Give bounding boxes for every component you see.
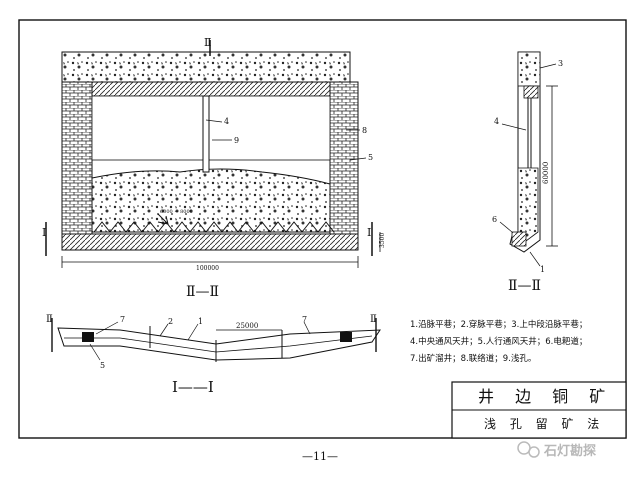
central-raise [202,95,210,173]
title-block [451,381,627,439]
callout-side-4: 4 [494,117,499,126]
callout-main-9: 9 [234,136,239,145]
title-mine-name: 井 边 铜 矿 [478,387,613,406]
stope-void [91,95,331,161]
callout-main-5: 5 [368,153,373,162]
plan-cut-left: Ⅱ [46,314,53,325]
callout-side-3: 3 [558,59,563,68]
callout-plan-5: 5 [100,361,105,370]
upper-fill-band [61,51,351,87]
plan-section [51,318,381,362]
main-width-dim: 100000 [196,265,219,272]
callout-plan-7b: 7 [302,315,307,324]
side-section-title: Ⅱ—Ⅱ [508,278,541,294]
longitudinal-section [45,40,381,268]
watermark-text: 石灯勘探 [543,443,596,459]
callout-main-8: 8 [362,126,367,135]
inner-dim-note: 6000 ~ 8000 [160,209,193,215]
page-number: —11— [302,450,338,463]
draw-points [93,221,335,233]
cut-mark-top: Ⅱ [204,36,211,49]
right-pillar [329,81,359,251]
callout-main-4: 4 [224,117,229,126]
callout-side-6: 6 [492,215,497,224]
callout-plan-2: 2 [168,317,173,326]
legend-line-1: 1.沿脉平巷；2.穿脉平巷；3.上中段沿脉平巷； [410,319,587,330]
side-upper-level [523,85,539,99]
broken-ore [91,168,331,233]
haulage-level [61,233,359,251]
upper-drift [61,81,355,97]
plan-span-dim: 25000 [236,322,258,330]
watermark: 石灯勘探 [517,441,596,459]
section-title-2-2: Ⅱ—Ⅱ [186,284,219,300]
side-section [499,51,558,267]
main-height-dim: 3500 [379,233,386,248]
drawing-frame [18,19,627,439]
plan-cut-right: Ⅱ [370,314,377,325]
legend: 1.沿脉平巷；2.穿脉平巷；3.上中段沿脉平巷； 4.中央通风天井；5.人行通风… [410,319,587,364]
plan-section-title: Ⅰ——Ⅰ [172,378,214,396]
callout-side-1: 1 [540,265,545,274]
left-pillar [61,81,93,251]
side-height-dim: 60000 [542,162,550,184]
plan-outline [57,327,381,361]
cut-mark-left: Ⅰ [42,226,46,239]
callout-plan-1: 1 [198,317,203,326]
side-top-drift [517,51,541,87]
legend-line-3: 7.出矿溜井；8.联络道；9.浅孔。 [410,353,536,364]
title-method-name: 浅 孔 留 矿 法 [484,417,604,431]
cut-mark-right: Ⅰ [367,226,371,239]
callout-plan-7a: 7 [120,315,125,324]
side-bottom-drift [511,231,527,247]
legend-line-2: 4.中央通风天井；5.人行通风天井；6.电耙道； [410,336,587,347]
